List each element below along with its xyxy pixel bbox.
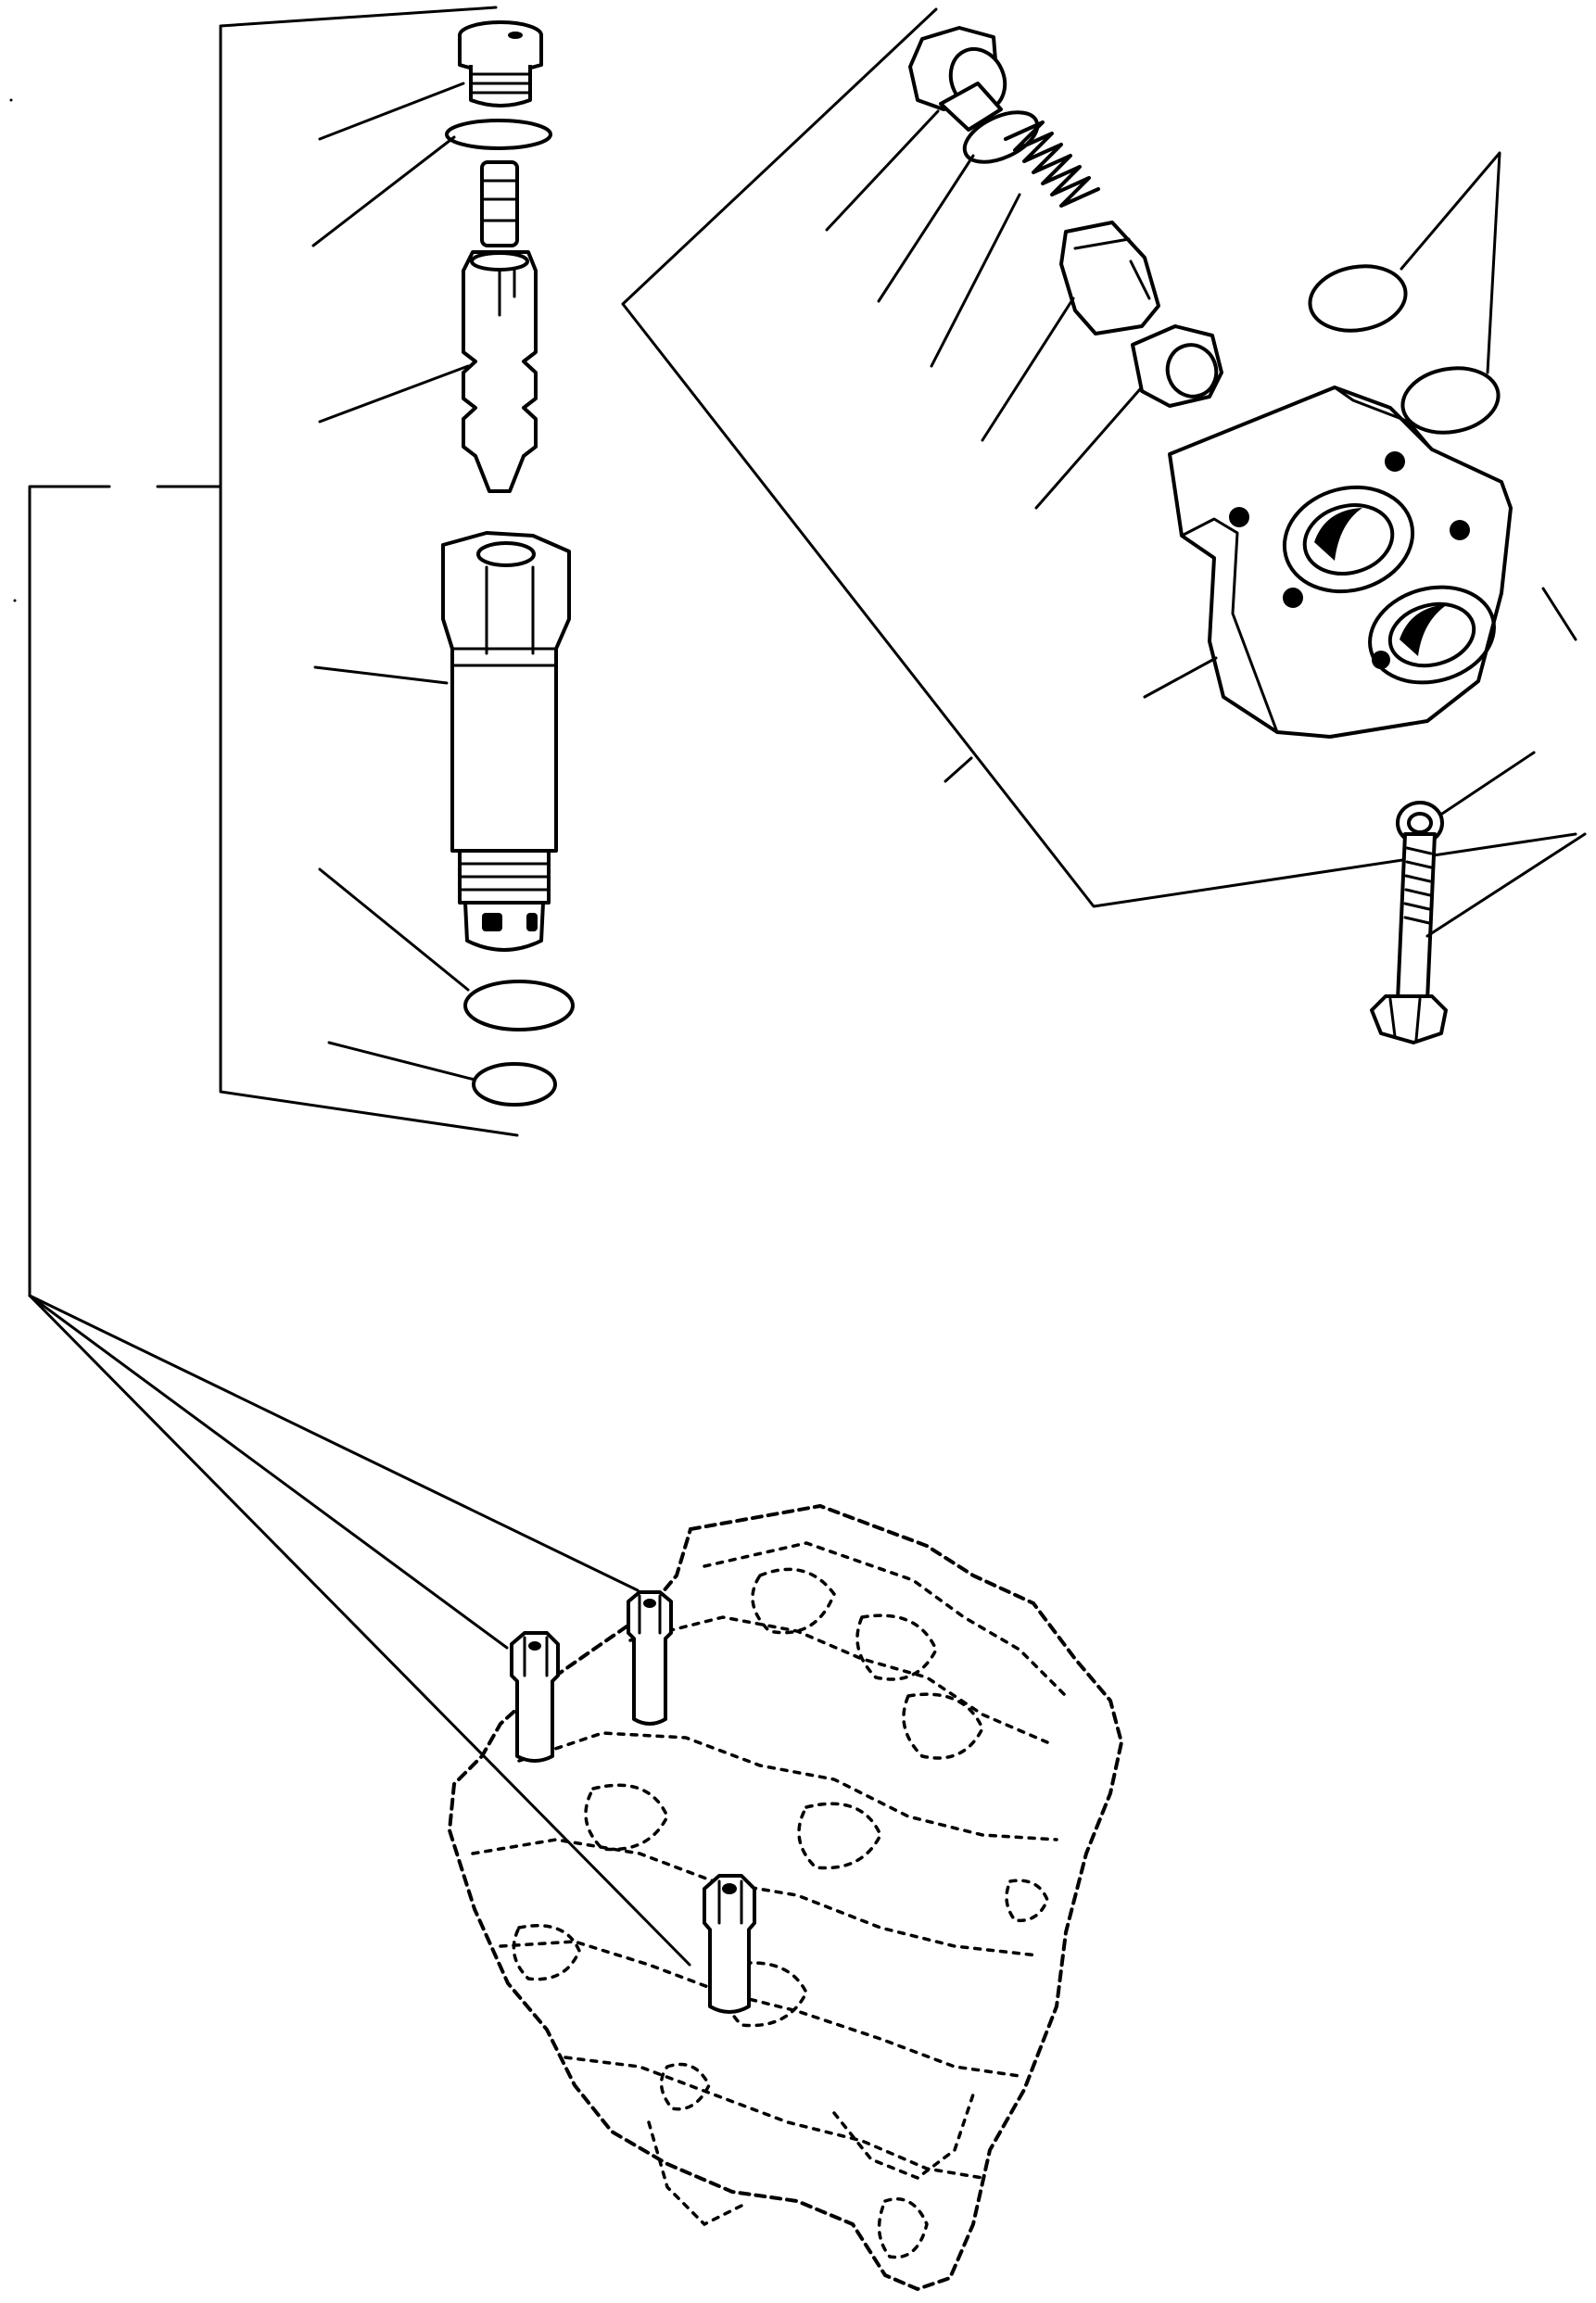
o-ring-right-icon xyxy=(962,110,1040,164)
o-ring-lower-1-icon xyxy=(463,980,575,1031)
installed-relief-valve-1-icon xyxy=(627,1590,673,1726)
poppet-icon xyxy=(1059,221,1160,335)
o-ring-lower-1-leader xyxy=(318,867,470,992)
installed-relief-valve-2-icon xyxy=(510,1631,560,1763)
right-assembly-bracket xyxy=(621,7,1577,908)
control-valve-body-icon xyxy=(447,1503,1124,2292)
seat-icon xyxy=(1131,324,1223,408)
cap-screw-icon xyxy=(1370,832,1448,1044)
port-leader-lines xyxy=(28,1294,691,1967)
plug-leader xyxy=(318,82,465,141)
cartridge-leader xyxy=(313,665,449,685)
o-ring-upper-right-icon xyxy=(1308,264,1408,333)
cap-screw-leader xyxy=(1425,832,1587,938)
spring-leader xyxy=(930,193,1021,368)
spring-icon xyxy=(1004,120,1100,208)
block-leader xyxy=(1143,656,1218,699)
o-ring-lower-right-icon xyxy=(1400,366,1501,435)
relief-valve-cartridge-icon xyxy=(441,531,571,952)
o-ring-lower-2-leader xyxy=(327,1041,476,1082)
seat-leader xyxy=(1034,387,1142,510)
o-ring-icon xyxy=(445,119,552,150)
check-valve-plug-icon xyxy=(908,26,1007,132)
o-ring-right-leader xyxy=(877,154,975,303)
poppet-leader xyxy=(981,297,1075,442)
o-ring-leader xyxy=(311,135,456,247)
installed-relief-valve-3-icon xyxy=(703,1874,756,2014)
valve-section-block-icon xyxy=(1168,386,1513,739)
plug-icon xyxy=(458,20,543,108)
o-ring-lower-2-icon xyxy=(472,1062,557,1107)
scan-speck xyxy=(9,98,13,102)
valve-stem-icon xyxy=(462,160,538,493)
scan-speck xyxy=(13,599,17,602)
left-assembly-bracket xyxy=(28,6,519,1297)
o-ring-right-pair-leader xyxy=(1400,151,1501,374)
stem-leader xyxy=(318,364,470,424)
plug-right-leader xyxy=(825,109,940,232)
washer-leader xyxy=(1440,751,1536,816)
